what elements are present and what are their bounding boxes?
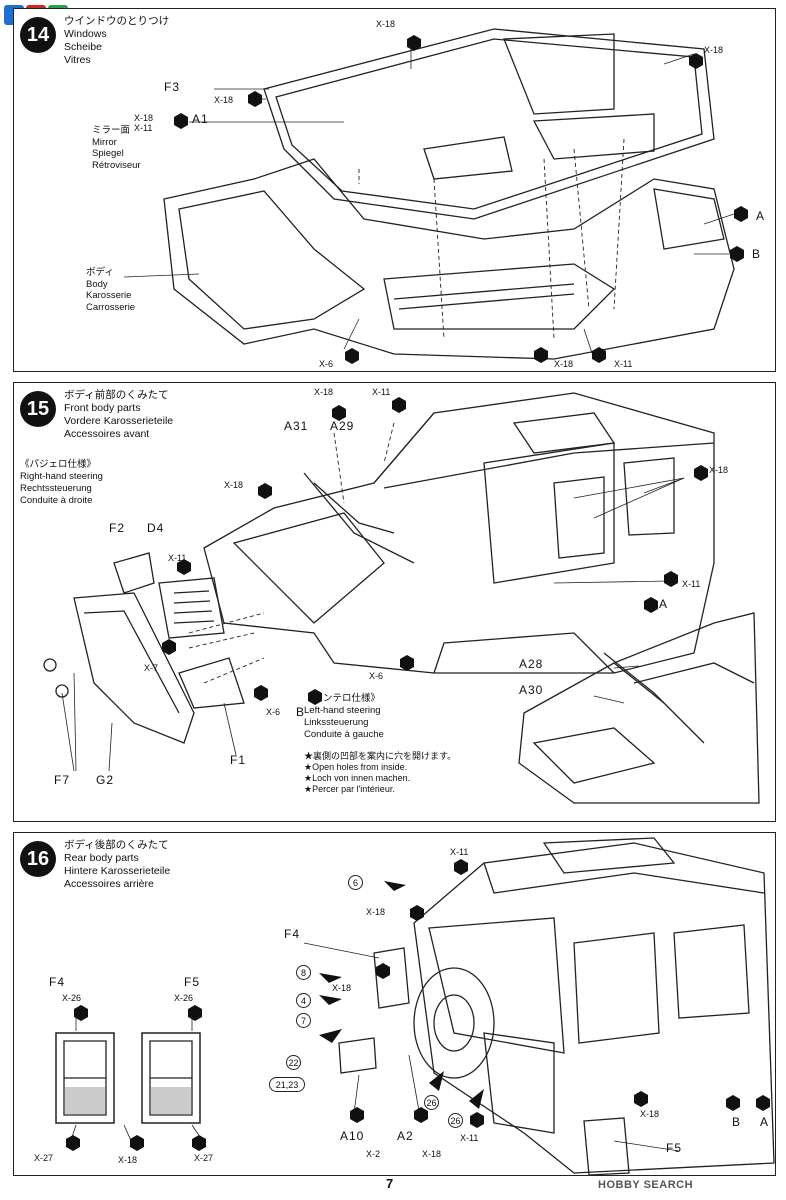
step-14-panel: 14 ウインドウのとりつけ Windows Scheibe Vitres	[13, 8, 776, 372]
step-titles: ボディ前部のくみたて Front body parts Vordere Karo…	[64, 389, 174, 440]
step-15-panel: 15 ボディ前部のくみたて Front body parts Vordere K…	[13, 382, 776, 822]
callout-number: 8	[296, 965, 311, 980]
step-number-badge: 14	[20, 17, 56, 53]
step-number-badge: 16	[20, 841, 56, 877]
step-titles: ウインドウのとりつけ Windows Scheibe Vitres	[64, 15, 170, 66]
variant-right-hand: 《パジェロ仕様》 Right-hand steering Rechtssteue…	[20, 459, 103, 506]
callout-number: 26	[424, 1095, 439, 1110]
drill-hole-notes: ★裏側の凹部を案内に穴を開けます。 ★Open holes from insid…	[304, 751, 457, 794]
callout-number: 22	[286, 1055, 301, 1070]
step-16-panel: 16 ボディ後部のくみたて Rear body parts Hintere Ka…	[13, 832, 776, 1176]
callout-number: 6	[348, 875, 363, 890]
step-number-badge: 15	[20, 391, 56, 427]
step-titles: ボディ後部のくみたて Rear body parts Hintere Karos…	[64, 839, 171, 890]
body-label: ボディ Body Karosserie Carrosserie	[86, 267, 136, 313]
callout-number: 7	[296, 1013, 311, 1028]
callout-number: 26	[448, 1113, 463, 1128]
callout-number: 21,23	[269, 1077, 305, 1092]
rear-body-drawing	[55, 837, 775, 1175]
front-body-drawing	[43, 392, 760, 804]
callout-number: 4	[296, 993, 311, 1008]
windows-assembly-drawing	[123, 28, 748, 364]
watermark: HOBBY SEARCH	[598, 1179, 694, 1191]
variant-left-hand: 《モンテロ仕様》 Left-hand steering Linkssteueru…	[304, 693, 384, 740]
mirror-label: ミラー面 Mirror Spiegel Rétroviseur	[92, 125, 141, 171]
page-number: 7	[386, 1176, 394, 1191]
